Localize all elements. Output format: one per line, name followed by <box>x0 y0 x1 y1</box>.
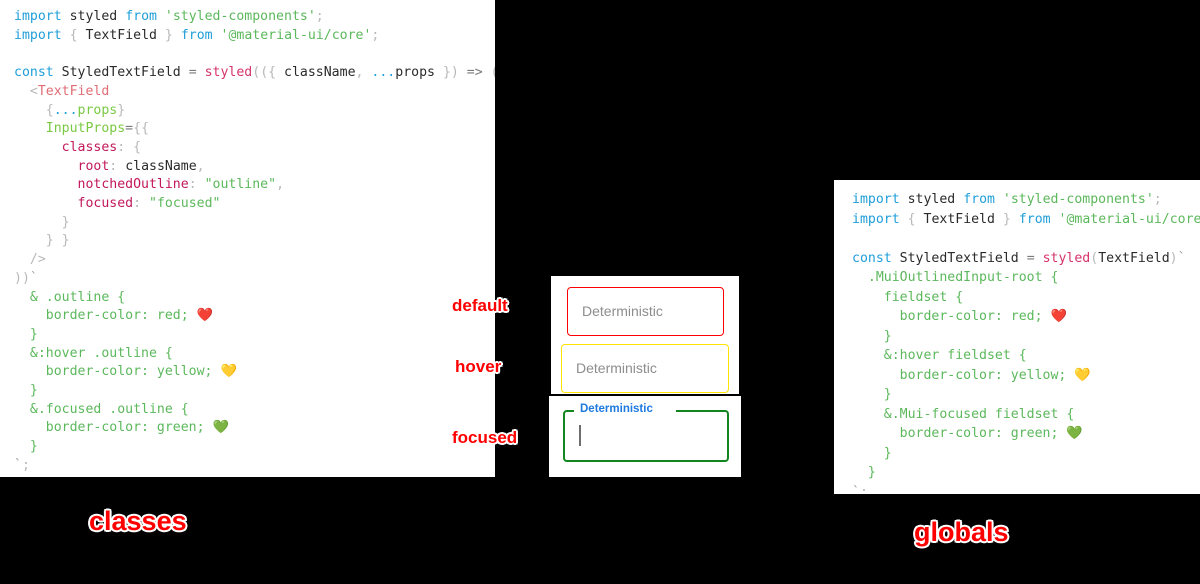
code-line: focused: "focused" <box>77 196 221 212</box>
code-line: } <box>29 383 38 399</box>
code-line: const StyledTextField = styled(TextField… <box>852 250 1186 266</box>
code-line: border-color: yellow; 💛 <box>45 364 237 380</box>
code-line: border-color: green; 💚 <box>899 426 1083 441</box>
text-cursor-icon <box>579 425 581 446</box>
code-line: import { TextField } from '@material-ui/… <box>14 27 380 43</box>
code-line: } } <box>45 233 70 249</box>
classes-code-panel: import styled from 'styled-components'; … <box>0 0 495 477</box>
code-line: & .outline { <box>29 289 126 305</box>
textfield-hover[interactable]: Deterministic <box>561 344 729 393</box>
code-line: } <box>883 387 892 402</box>
annotation-classes-caption: classes <box>88 505 189 538</box>
code-line: } <box>883 445 892 461</box>
code-line: {...props} <box>45 102 126 118</box>
code-line-blank <box>14 45 489 64</box>
code-line: .MuiOutlinedInput-root { <box>867 270 1059 285</box>
code-line: <TextField <box>29 83 110 99</box>
code-line: notchedOutline: "outline", <box>77 177 285 193</box>
code-line: fieldset { <box>883 289 964 305</box>
code-line: border-color: green; 💚 <box>45 420 229 436</box>
code-line: } <box>61 214 70 230</box>
textfield-default[interactable]: Deterministic <box>567 287 724 336</box>
code-line: &.Mui-focused fieldset { <box>883 406 1075 422</box>
code-line: root: className, <box>77 158 205 174</box>
code-line: `; <box>852 484 868 495</box>
code-line: ))` <box>14 270 38 286</box>
code-line: const StyledTextField = styled(({ classN… <box>14 65 495 81</box>
code-line-blank <box>852 229 1194 249</box>
code-line: /> <box>29 252 46 268</box>
globals-code-panel: import styled from 'styled-components'; … <box>834 180 1200 494</box>
code-line: } <box>29 439 38 455</box>
annotation-hover-state: hover <box>453 356 502 378</box>
textfield-default-value[interactable]: Deterministic <box>582 303 663 319</box>
code-line: import { TextField } from '@material-ui/… <box>852 211 1200 227</box>
code-line: InputProps={{ <box>45 121 150 137</box>
annotation-globals-caption: globals <box>913 516 1011 549</box>
code-line: &:hover .outline { <box>29 345 173 361</box>
textfield-hover-value[interactable]: Deterministic <box>576 360 657 376</box>
code-line: &:hover fieldset { <box>883 348 1027 363</box>
code-line: border-color: red; ❤️ <box>45 308 214 324</box>
code-line: classes: { <box>61 139 142 155</box>
code-line: } <box>867 465 876 480</box>
code-line: border-color: red; ❤️ <box>899 309 1067 324</box>
annotation-focused-state: focused <box>450 427 518 449</box>
code-line: } <box>883 328 892 344</box>
code-line: import styled from 'styled-components'; <box>852 192 1162 207</box>
code-line: &.focused .outline { <box>29 401 189 417</box>
code-line: `; <box>14 457 30 473</box>
code-line: import styled from 'styled-components'; <box>14 9 324 24</box>
code-line: } <box>29 326 38 342</box>
textfield-demo-panel-bottom: Deterministic <box>549 396 741 477</box>
annotation-default-state: default <box>451 295 510 317</box>
textfield-focused[interactable]: Deterministic <box>563 403 729 462</box>
textfield-demo-panel-top: Deterministic Deterministic <box>551 276 739 394</box>
code-line: border-color: yellow; 💛 <box>899 367 1091 383</box>
textfield-focused-floating-label: Deterministic <box>578 403 655 415</box>
